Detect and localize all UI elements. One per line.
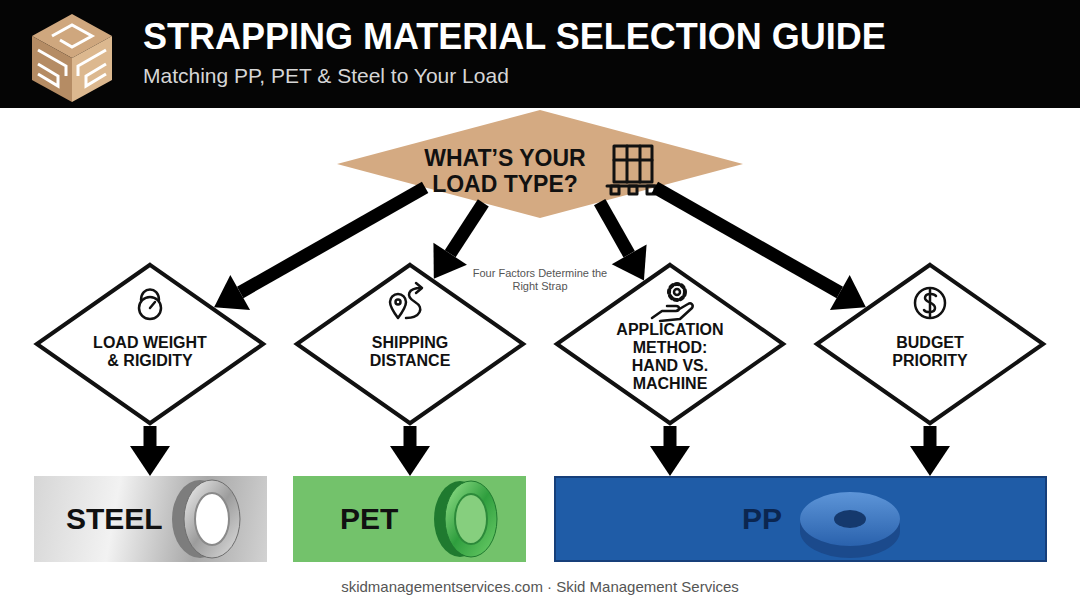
factor-diamond: SHIPPING DISTANCE xyxy=(294,262,526,426)
connector-line xyxy=(450,203,483,254)
logo-cube xyxy=(32,14,112,102)
diamond-shape xyxy=(817,265,1043,423)
logo-maze-line xyxy=(86,64,106,86)
arrow-head xyxy=(214,275,250,310)
pet-coil xyxy=(434,481,497,557)
node-text: STEEL xyxy=(66,502,186,536)
diamond-shape xyxy=(297,265,523,423)
hand-gear-icon xyxy=(652,284,693,321)
arrow-head xyxy=(130,446,170,476)
dollar-circle xyxy=(915,288,945,318)
node-text: SHIPPING DISTANCE xyxy=(347,334,473,370)
connector-arrow xyxy=(390,426,430,476)
arrow-head xyxy=(910,446,950,476)
connector-line xyxy=(664,426,677,446)
node-text: LOAD WEIGHT & RIGIDITY xyxy=(87,334,213,370)
diamond-shape xyxy=(557,265,783,423)
arrow-head xyxy=(612,244,647,280)
arrow-head xyxy=(650,446,690,476)
node-text: APPLICATION METHOD: HAND VS. MACHINE xyxy=(611,321,729,393)
connector-line xyxy=(144,426,157,446)
route-pin-dot xyxy=(396,300,401,305)
weight-icon xyxy=(139,290,161,320)
weight-needle xyxy=(150,302,155,308)
subtitle: Matching PP, PET & Steel to Your Load xyxy=(143,63,943,88)
connector-arrow xyxy=(655,187,866,309)
connector-line xyxy=(404,426,417,446)
node-text: PET xyxy=(340,502,450,536)
gear-teeth xyxy=(669,284,685,300)
node-text: BUDGET PRIORITY xyxy=(867,334,993,370)
logo-right-face xyxy=(72,36,112,102)
logo-left-face xyxy=(32,36,72,102)
coil-hole xyxy=(195,493,229,545)
connector-arrow xyxy=(130,426,170,476)
dollar-bar xyxy=(929,290,932,316)
logo-maze-line xyxy=(52,25,92,47)
dollar-icon xyxy=(915,288,945,318)
weight-handle xyxy=(141,290,159,301)
note-label: Four Factors Determine the Right Strap xyxy=(470,267,610,293)
pallet-foot xyxy=(629,186,637,194)
diamond-shape xyxy=(37,265,263,423)
connector-arrow xyxy=(650,426,690,476)
pallet-foot xyxy=(611,186,619,194)
pallet-strap xyxy=(614,159,652,162)
header-band xyxy=(0,0,1080,108)
footer-caption: skidmanagementservices.com · Skid Manage… xyxy=(0,578,1080,596)
coil-hole xyxy=(834,510,866,528)
connector-arrow xyxy=(214,187,425,309)
arrow-head xyxy=(390,446,430,476)
route-icon xyxy=(390,283,422,318)
route-arrow xyxy=(416,283,422,293)
hand-outline xyxy=(652,303,693,321)
arrow-head xyxy=(830,275,866,310)
arrow-head xyxy=(433,243,467,279)
pallet-icon xyxy=(607,146,659,194)
pallet-slat xyxy=(639,146,642,182)
connector-arrow xyxy=(910,426,950,476)
connector-line xyxy=(655,187,840,292)
route-pin xyxy=(390,294,406,318)
page-title: STRAPPING MATERIAL SELECTION GUIDE xyxy=(143,15,1063,58)
steel-coil xyxy=(172,480,240,558)
pp-coil xyxy=(800,492,900,558)
logo-maze-line xyxy=(38,64,58,86)
coil-hole xyxy=(455,494,487,544)
coil-face xyxy=(184,480,240,558)
connector-line xyxy=(240,187,425,292)
pallet-load xyxy=(614,146,652,182)
coil-face xyxy=(800,492,900,546)
gear-hub xyxy=(674,289,680,295)
weight-body xyxy=(139,297,161,319)
connector-line xyxy=(600,202,629,254)
pallet-slat xyxy=(626,146,629,182)
node-text: PP xyxy=(742,502,802,536)
node-text: WHAT’S YOUR LOAD TYPE? xyxy=(410,146,600,198)
coil-face xyxy=(445,481,497,557)
connector-line xyxy=(924,426,937,446)
route-path xyxy=(406,288,421,318)
